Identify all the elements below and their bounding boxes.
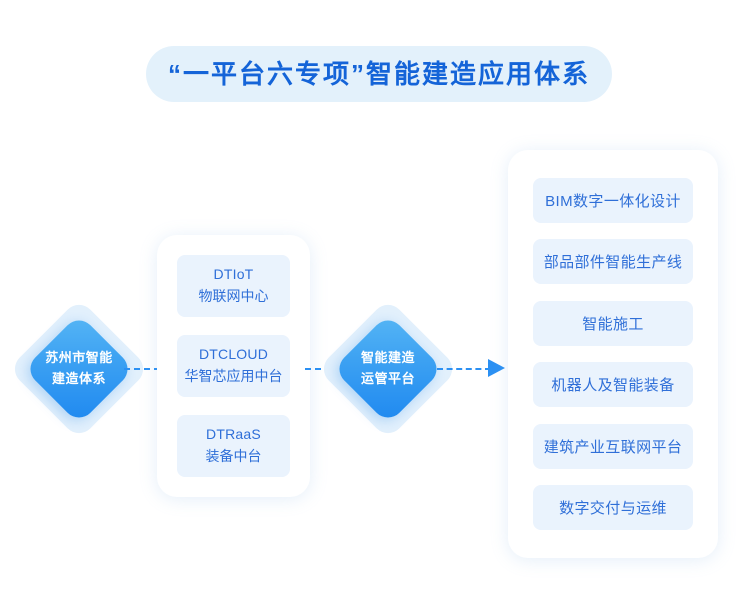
diagram-title-pill: “一平台六专项”智能建造应用体系 — [146, 46, 612, 102]
right-card-digital-delivery[interactable]: 数字交付与运维 — [533, 484, 693, 530]
right-card-industry-internet[interactable]: 建筑产业互联网平台 — [533, 423, 693, 469]
node-source-label: 苏州市智能 建造体系 — [27, 317, 131, 421]
middle-card-dtcloud-cn: 华智芯应用中台 — [184, 368, 283, 384]
middle-platform-panel: DTIoT 物联网中心 DTCLOUD 华智芯应用中台 DTRaaS 装备中台 — [157, 235, 310, 497]
node-platform-line1: 智能建造 — [360, 350, 415, 366]
connector-platform-to-right — [437, 368, 491, 370]
right-card-robotics[interactable]: 机器人及智能装备 — [533, 362, 693, 408]
node-source-line1: 苏州市智能 — [45, 350, 113, 366]
node-source[interactable]: 苏州市智能 建造体系 — [8, 298, 150, 440]
node-source-line2: 建造体系 — [51, 371, 106, 386]
middle-card-dtiot-cn: 物联网中心 — [198, 288, 269, 304]
middle-card-dtcloud[interactable]: DTCLOUD 华智芯应用中台 — [177, 335, 290, 397]
middle-card-dtcloud-en: DTCLOUD — [198, 346, 269, 363]
middle-card-dtiot-en: DTIoT — [213, 266, 254, 283]
arrow-right-icon — [488, 359, 505, 377]
middle-card-dtraas-en: DTRaaS — [206, 426, 261, 443]
node-platform-label: 智能建造 运管平台 — [336, 317, 440, 421]
connector-source-to-middle — [124, 368, 160, 370]
middle-card-dtraas-cn: 装备中台 — [205, 448, 262, 464]
right-card-production-line[interactable]: 部品部件智能生产线 — [533, 239, 693, 285]
node-platform-line2: 运管平台 — [360, 371, 415, 386]
right-card-bim[interactable]: BIM数字一体化设计 — [533, 178, 693, 223]
middle-card-dtraas[interactable]: DTRaaS 装备中台 — [177, 415, 290, 477]
node-platform[interactable]: 智能建造 运管平台 — [317, 298, 459, 440]
right-card-smart-construction[interactable]: 智能施工 — [533, 300, 693, 346]
right-applications-panel: BIM数字一体化设计 部品部件智能生产线 智能施工 机器人及智能装备 建筑产业互… — [508, 150, 718, 558]
page-title: “一平台六专项”智能建造应用体系 — [167, 59, 590, 89]
middle-card-dtiot[interactable]: DTIoT 物联网中心 — [177, 255, 290, 317]
